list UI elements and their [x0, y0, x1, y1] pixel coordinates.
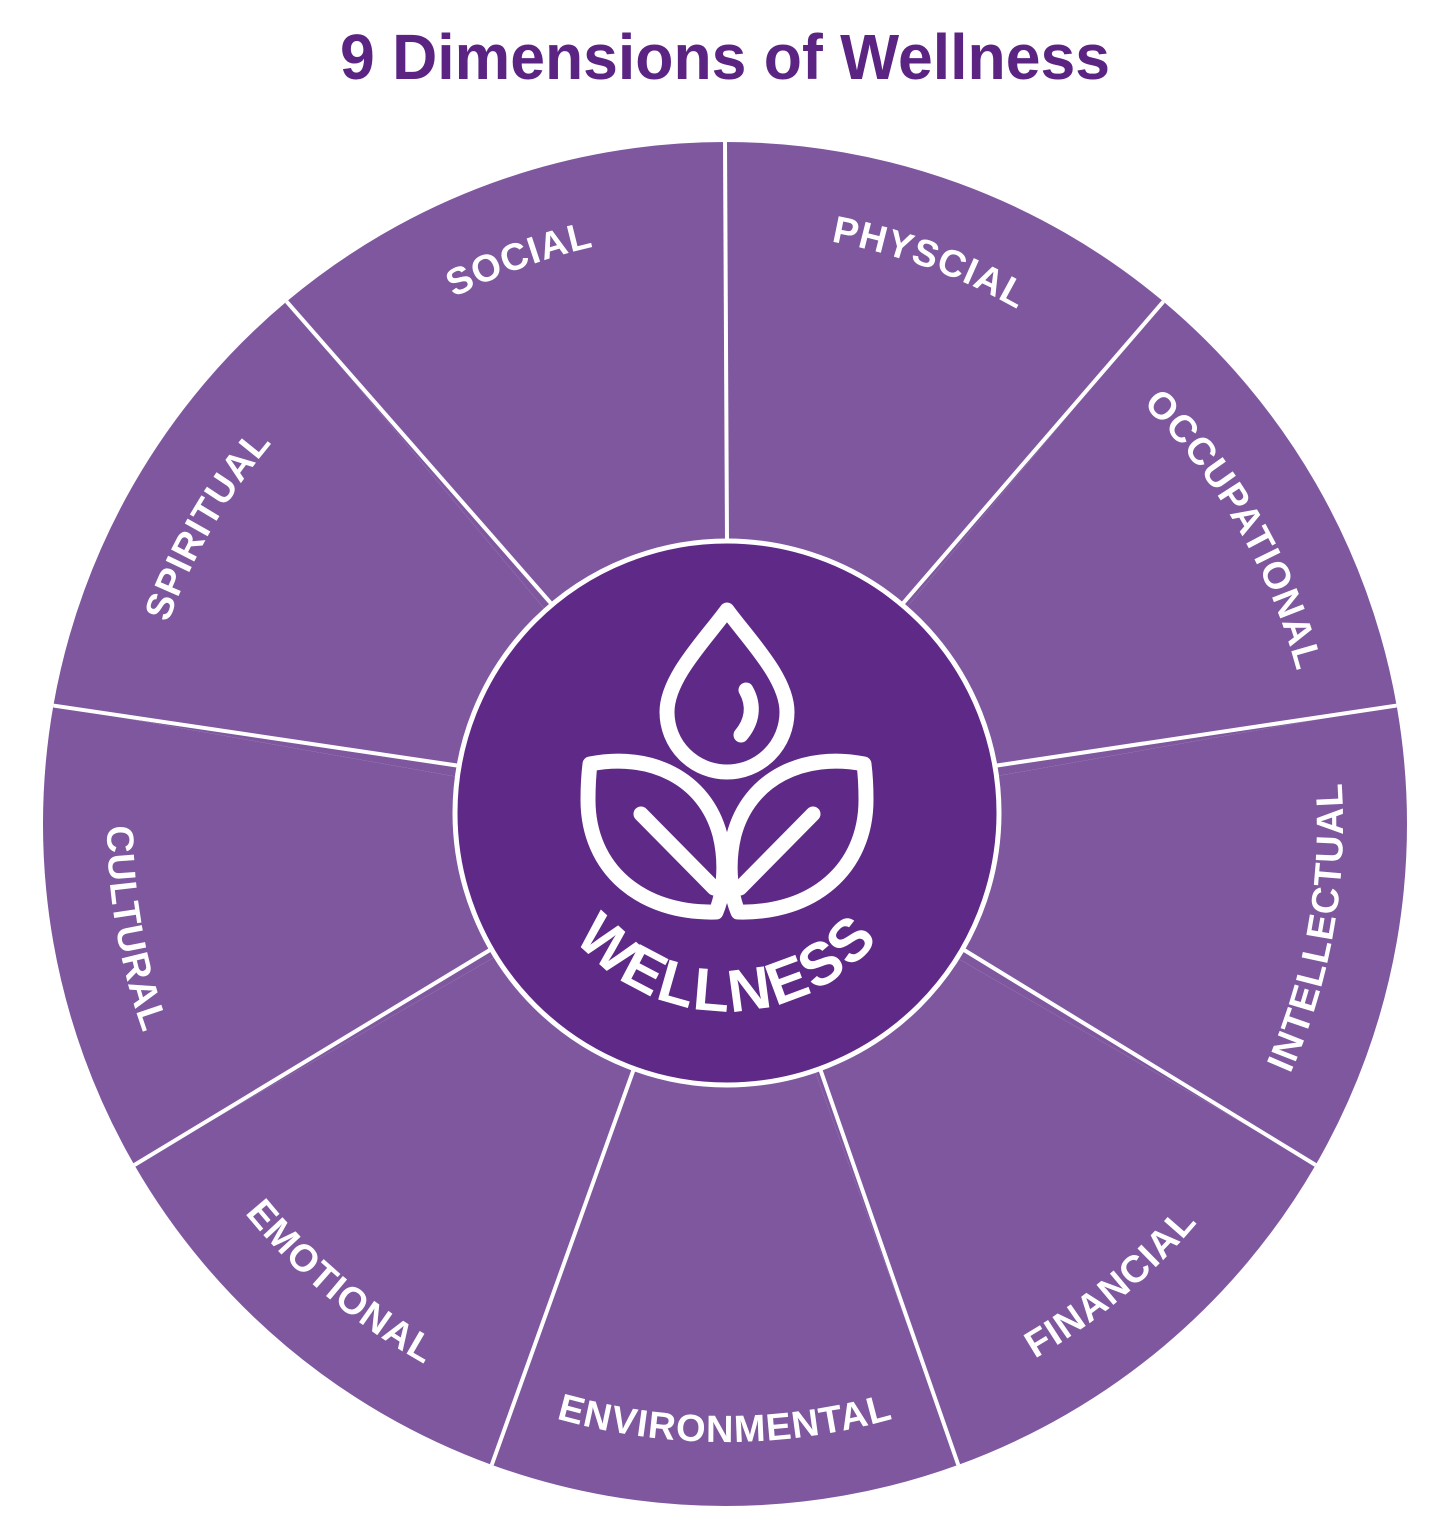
- lotus-drop-icon: [580, 602, 874, 920]
- water-drop-icon: [659, 602, 795, 780]
- segment-divider: [992, 703, 1397, 769]
- segment-divider: [723, 141, 729, 544]
- right-leaf-icon: [722, 753, 874, 920]
- left-leaf-vein: [633, 806, 722, 896]
- segment-divider: [285, 300, 555, 608]
- left-leaf-icon: [580, 753, 732, 920]
- segment-divider: [817, 1066, 961, 1466]
- segment-divider: [959, 946, 1317, 1167]
- segment-divider: [899, 300, 1165, 608]
- segment-environmental: [491, 824, 959, 1507]
- segment-divider: [53, 703, 462, 769]
- drop-highlight: [733, 682, 759, 743]
- segment-divider: [489, 1066, 637, 1466]
- segment-dividers: [53, 141, 1397, 1466]
- wellness-center-circle: [452, 538, 1002, 1088]
- page-title: 9 Dimensions of Wellness: [340, 21, 1110, 93]
- right-leaf-vein: [732, 806, 821, 896]
- segment-divider: [133, 946, 495, 1167]
